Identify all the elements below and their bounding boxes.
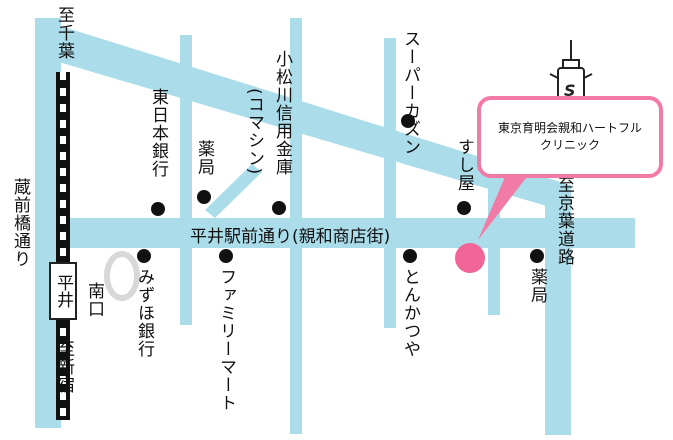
marker-pharmacy-south bbox=[530, 249, 544, 263]
pharmacy-north-label: 薬局 bbox=[194, 140, 214, 176]
landmark-markers bbox=[137, 114, 544, 263]
svg-text:S: S bbox=[564, 81, 576, 100]
higashi-nihon-bank-label: 東日本銀行 bbox=[148, 88, 168, 178]
main-street-label: 平井駅前通り(親和商店街) bbox=[190, 227, 391, 247]
marker-pharmacy-north bbox=[197, 190, 211, 204]
family-mart-label: ファミリーマート bbox=[216, 268, 236, 412]
marker-shinkin-bank bbox=[272, 201, 286, 215]
marker-sushi bbox=[457, 201, 471, 215]
shinkin-bank-label-2: (コマシン) bbox=[244, 88, 264, 176]
south-exit-label: 南口 bbox=[84, 282, 104, 318]
to-shinjuku-label: 至新宿 bbox=[54, 340, 74, 394]
clinic-name-line1: 東京育明会親和ハートフル bbox=[497, 121, 642, 135]
marker-family-mart bbox=[219, 249, 233, 263]
marker-tonkatsu bbox=[403, 249, 417, 263]
road-diagonal bbox=[35, 18, 570, 210]
callout-pointer bbox=[478, 170, 526, 240]
road-street-a bbox=[180, 35, 192, 325]
road-street-b bbox=[290, 18, 302, 434]
clinic-marker[interactable] bbox=[455, 243, 485, 273]
road-right-vertical bbox=[545, 185, 571, 435]
clinic-callout[interactable]: 東京育明会親和ハートフル クリニック bbox=[477, 96, 663, 178]
clinic-name-line2: クリニック bbox=[539, 138, 600, 152]
road-street-c bbox=[384, 38, 396, 328]
road-network bbox=[35, 18, 635, 435]
hirai-station[interactable]: 平井 bbox=[49, 262, 77, 320]
pharmacy-south-label: 薬局 bbox=[527, 268, 547, 304]
tonkatsu-label: とんかつや bbox=[400, 268, 420, 358]
supermarket-label: スーパーカズン bbox=[400, 30, 420, 156]
marker-higashi-nihon-bank bbox=[151, 202, 165, 216]
shinkin-bank-label-1: 小松川信用金庫 bbox=[272, 50, 292, 176]
kuramaebashi-dori-label: 蔵前橋通り bbox=[10, 178, 30, 268]
clinic-name: 東京育明会親和ハートフル クリニック bbox=[498, 120, 642, 154]
to-chiba-label: 至千葉 bbox=[54, 6, 74, 60]
road-diagonal-connector bbox=[205, 164, 262, 218]
mizuho-bank-label: みずほ銀行 bbox=[134, 268, 154, 358]
south-exit-ring bbox=[104, 251, 140, 301]
railway-line bbox=[56, 72, 70, 420]
marker-supermarket bbox=[401, 114, 415, 128]
sushi-label: すし屋 bbox=[454, 138, 474, 192]
road-main-street bbox=[35, 218, 635, 248]
to-keiyo-road-label: 至京葉道路 bbox=[554, 176, 574, 266]
marker-mizuho-bank bbox=[137, 249, 151, 263]
